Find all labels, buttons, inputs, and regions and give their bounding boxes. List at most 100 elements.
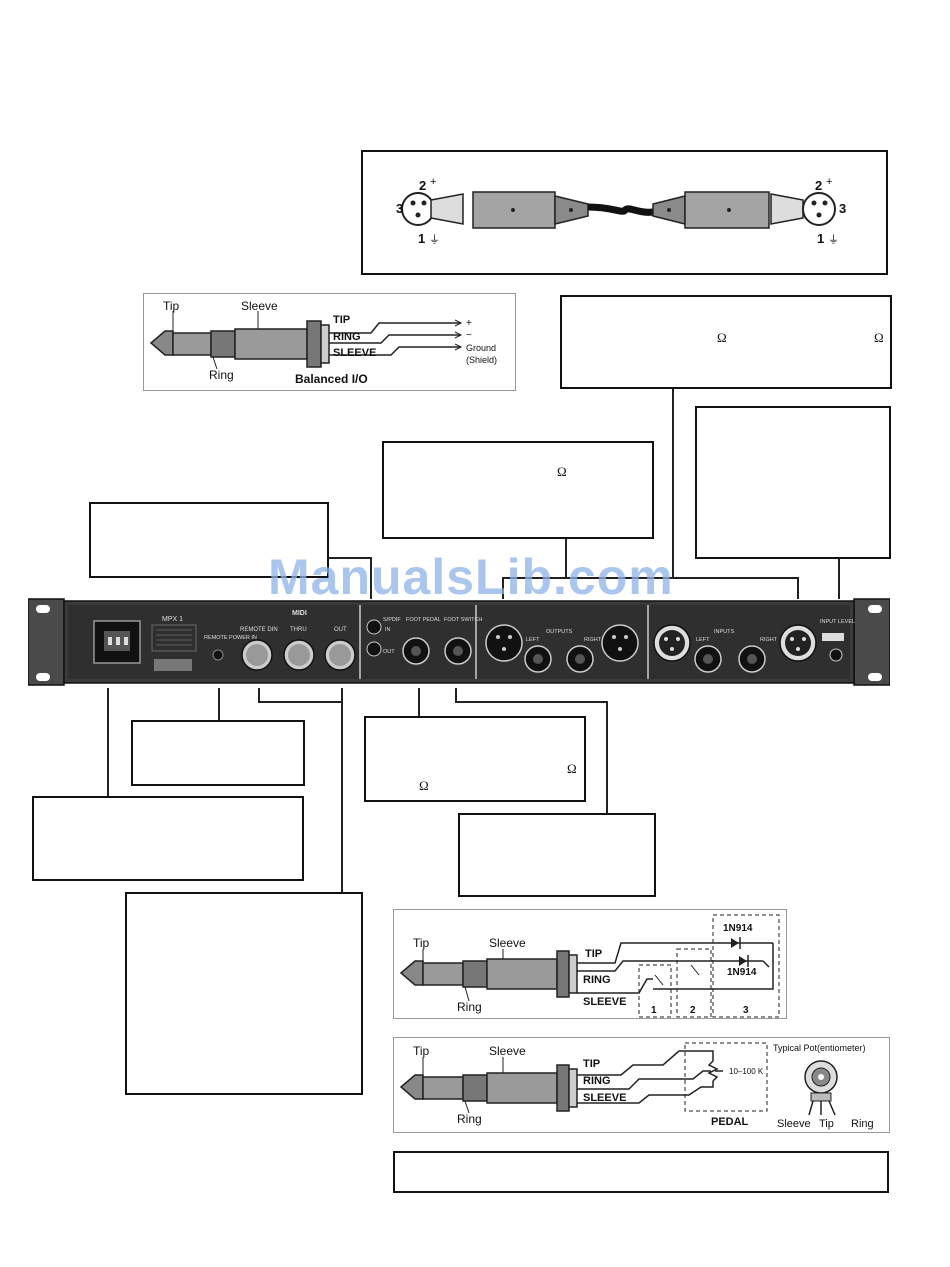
xlr-right-ground: ⏚: [828, 233, 839, 246]
callout-remote-power: [131, 720, 305, 786]
panel-spdif-out: OUT: [383, 649, 395, 655]
leader-pedal-v: [455, 688, 457, 702]
pedal-tip-label: Tip: [413, 1044, 430, 1058]
xlr-right-face: [802, 192, 836, 226]
leader-remote-power-v: [218, 688, 220, 720]
rear-panel: MPX 1 REMOTE POWER IN REMOTE DIN MIDI TH…: [28, 598, 890, 686]
leader-pedal-v2: [606, 701, 608, 813]
omega-symbol-4: Ω: [567, 761, 577, 776]
panel-midi: MIDI: [292, 610, 307, 617]
leader-spdif-h: [329, 557, 371, 559]
panel-spdif: S/PDIF: [383, 617, 401, 623]
xlr-right-pin3: 3: [839, 201, 846, 216]
plug-tip-wire: TIP: [333, 314, 350, 326]
pedal-ring-wire: RING: [583, 1075, 611, 1087]
leader-outputs-left: [502, 577, 504, 599]
pedal-tip-wire: TIP: [583, 1058, 600, 1070]
switch-number-2: 2: [690, 1005, 696, 1016]
leader-outputs-v: [565, 539, 567, 577]
panel-midi-out: OUT: [334, 627, 347, 633]
output-right-xlr: [601, 624, 639, 662]
panel-inputs: INPUTS: [714, 629, 735, 635]
panel-input-right: RIGHT: [760, 637, 778, 643]
spdif-out-jack: [366, 641, 382, 657]
xlr-left-pin3: 3: [396, 201, 403, 216]
watermark: ManualsLib.com: [268, 549, 674, 605]
switch-sleeve-wire: SLEEVE: [583, 996, 626, 1008]
panel-model: MPX 1: [162, 616, 183, 623]
leader-power-v: [107, 688, 109, 796]
callout-footswitch: [364, 716, 586, 802]
panel-output-left: LEFT: [526, 637, 540, 643]
remote-power-jack: [212, 649, 224, 661]
plug-shield: (Shield): [466, 355, 497, 365]
leader-outputs-h: [502, 577, 798, 579]
pot-tip-label: Tip: [819, 1118, 834, 1130]
diode-bottom-label: 1N914: [727, 967, 757, 978]
plug-ground: Ground: [466, 343, 496, 353]
panel-output-right: RIGHT: [584, 637, 602, 643]
pot-value-label: 10–100 K: [729, 1067, 764, 1076]
spdif-in-jack: [366, 619, 382, 635]
xlr-right-pin1: 1: [817, 231, 824, 246]
pedal-label: PEDAL: [711, 1116, 749, 1128]
pedal-sleeve-wire: SLEEVE: [583, 1092, 626, 1104]
panel-spdif-in: IN: [385, 627, 391, 633]
plug-ring-wire: RING: [333, 331, 361, 343]
input-level-switch: [822, 633, 844, 641]
xlr-left-pin1: 1: [418, 231, 425, 246]
panel-foot-switch: FOOT SWITCH: [444, 617, 482, 623]
omega-symbol-5: Ω: [419, 778, 429, 793]
omega-symbol-2: Ω: [874, 330, 884, 345]
omega-symbol-1: Ω: [717, 330, 727, 345]
panel-midi-thru: THRU: [290, 627, 307, 633]
plug-ring-label: Ring: [209, 368, 234, 382]
xlr-left-ground: ⏚: [429, 233, 440, 246]
input-level-knob: [829, 648, 843, 662]
plug-caption: Balanced I/O: [295, 372, 368, 386]
callout-spdif: [89, 502, 329, 578]
pedal-wiring-diagram: Tip Sleeve Ring TIP RING SLEEVE 10–100 K…: [393, 1037, 890, 1133]
plug-tip-label: Tip: [163, 299, 180, 313]
pedal-ring-label: Ring: [457, 1112, 482, 1126]
xlr-left-pin2: 2: [419, 178, 426, 193]
plug-minus: −: [466, 330, 472, 341]
plug-sleeve-wire: SLEEVE: [333, 347, 376, 359]
panel-outputs: OUTPUTS: [546, 629, 573, 635]
xlr-left-face: [401, 192, 435, 226]
plug-plus: +: [466, 318, 472, 329]
pot-sleeve-label: Sleeve: [777, 1118, 811, 1130]
callout-input-level: [695, 406, 891, 559]
plug-sleeve-label: Sleeve: [241, 299, 278, 313]
diode-top-label: 1N914: [723, 923, 753, 934]
callout-outputs-xlr: [560, 295, 892, 389]
callout-foot-pedal: [458, 813, 656, 897]
typical-pot-label: Typical Pot(entiometer): [773, 1043, 866, 1053]
panel-foot-pedal: FOOT PEDAL: [406, 617, 441, 623]
output-left-xlr: [485, 624, 523, 662]
callout-bottom-caption: [393, 1151, 889, 1193]
panel-remote-din: REMOTE DIN: [240, 627, 278, 633]
switch-sleeve-label: Sleeve: [489, 936, 526, 950]
leader-xlr-out-v: [672, 389, 674, 577]
leader-input-level-v: [838, 559, 840, 599]
leader-remote-din-h: [258, 701, 342, 703]
xlr-cable-illustration: 2 + 3 1 ⏚ 2 + 3 1 ⏚: [396, 176, 846, 246]
pedal-sleeve-label: Sleeve: [489, 1044, 526, 1058]
switch-number-3: 3: [743, 1005, 749, 1016]
switch-tip-wire: TIP: [585, 948, 602, 960]
leader-pedal-h: [455, 701, 607, 703]
panel-input-left: LEFT: [696, 637, 710, 643]
balanced-plug-diagram: Tip Sleeve Ring TIP RING SLEEVE + − Grou…: [143, 293, 516, 391]
xlr-right-pin2: 2: [815, 178, 822, 193]
leader-outputs-right: [797, 577, 799, 599]
leader-spdif-v: [370, 557, 372, 599]
switch-number-1: 1: [651, 1005, 657, 1016]
footswitch-wiring-diagram: Tip Sleeve Ring TIP RING SLEEVE 1N914 1N…: [393, 909, 787, 1019]
pot-ring-label: Ring: [851, 1118, 874, 1130]
panel-input-level: INPUT LEVEL: [820, 619, 855, 625]
xlr-left-plus: +: [430, 176, 436, 188]
leader-footswitch-v: [418, 688, 420, 716]
panel-remote-power: REMOTE POWER IN: [204, 635, 257, 641]
callout-midi: [125, 892, 363, 1095]
